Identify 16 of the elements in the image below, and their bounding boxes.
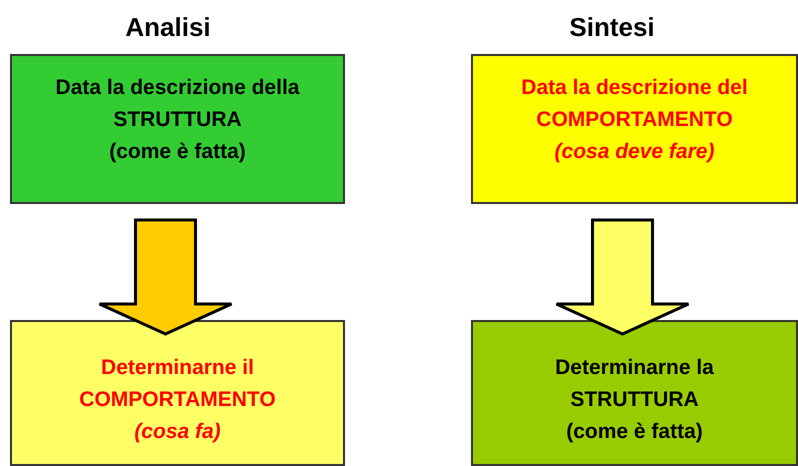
step-box xyxy=(10,54,345,204)
step-text: (cosa fa) xyxy=(133,419,222,445)
block-arrow xyxy=(555,218,690,336)
step-text: (come è fatta) xyxy=(565,419,704,445)
step-text: Determinarne la STRUTTURA xyxy=(554,355,715,413)
step-text: (cosa deve fare) xyxy=(554,139,716,165)
column-heading: Analisi xyxy=(125,11,211,44)
step-text: Determinarne il COMPORTAMENTO xyxy=(78,355,277,413)
step-text: Data la descrizione della STRUTTURA xyxy=(54,75,300,133)
step-text: Data la descrizione del COMPORTAMENTO xyxy=(520,75,749,133)
column-heading: Sintesi xyxy=(569,11,655,44)
block-arrow xyxy=(98,218,233,336)
step-box xyxy=(10,320,345,466)
step-box xyxy=(471,320,798,466)
step-box xyxy=(471,54,798,204)
step-text: (come è fatta) xyxy=(108,139,247,165)
